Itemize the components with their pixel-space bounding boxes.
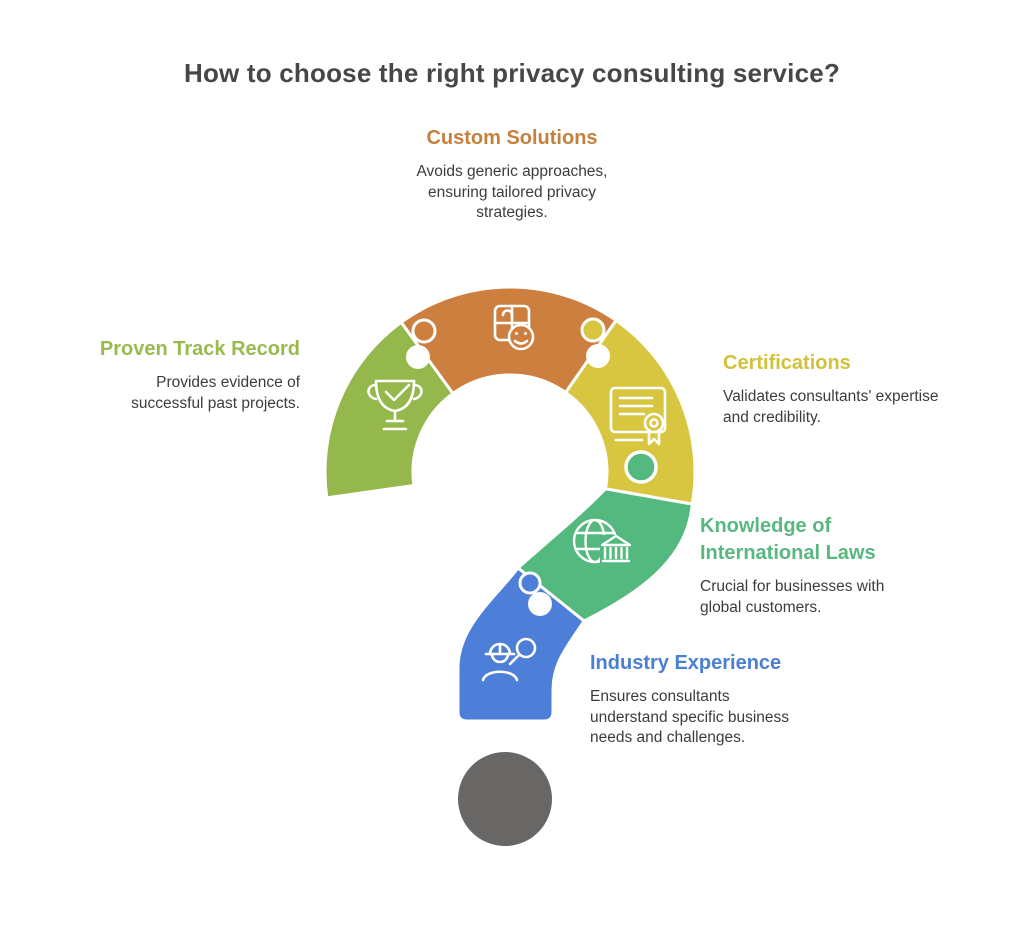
section-heading: Proven Track Record — [99, 338, 300, 360]
section-heading: Certifications — [723, 352, 851, 374]
section-knowledge-international-laws: Knowledge of International Laws Crucial … — [700, 513, 930, 618]
section-description: Avoids generic approaches, ensuring tail… — [416, 163, 608, 221]
section-heading: Industry Experience — [590, 652, 782, 674]
puzzle-knob-orange — [411, 318, 437, 344]
trophy-check-icon — [367, 379, 423, 431]
section-industry-experience: Industry Experience Ensures consultants … — [590, 650, 830, 749]
question-mark-dot — [458, 752, 552, 846]
section-proven-track-record: Proven Track Record Provides evidence of… — [60, 336, 300, 414]
section-description: Ensures consultants understand specific … — [590, 688, 790, 746]
section-description: Validates consultants' expertise and cre… — [723, 388, 939, 426]
section-heading: Custom Solutions — [426, 127, 598, 149]
puzzle-piece-industry-experience — [456, 565, 586, 723]
puzzle-socket-green — [406, 345, 430, 369]
puzzle-knob-yellow — [580, 317, 606, 343]
certificate-icon — [609, 386, 667, 446]
puzzle-smiley-icon — [493, 304, 535, 351]
puzzle-knob-teal — [624, 450, 658, 484]
page-title: How to choose the right privacy consulti… — [184, 58, 840, 88]
puzzle-socket-orange — [586, 344, 610, 368]
engineer-search-icon — [481, 637, 537, 682]
section-custom-solutions: Custom Solutions Avoids generic approach… — [362, 125, 662, 224]
section-description: Provides evidence of successful past pro… — [131, 374, 300, 412]
puzzle-socket-teal — [528, 592, 552, 616]
puzzle-connectors — [406, 317, 610, 616]
section-description: Crucial for businesses with global custo… — [700, 578, 885, 616]
section-certifications: Certifications Validates consultants' ex… — [723, 350, 973, 428]
puzzle-knob-blue — [518, 571, 542, 595]
section-heading: Knowledge of International Laws — [700, 515, 876, 564]
globe-bank-icon — [572, 518, 632, 565]
